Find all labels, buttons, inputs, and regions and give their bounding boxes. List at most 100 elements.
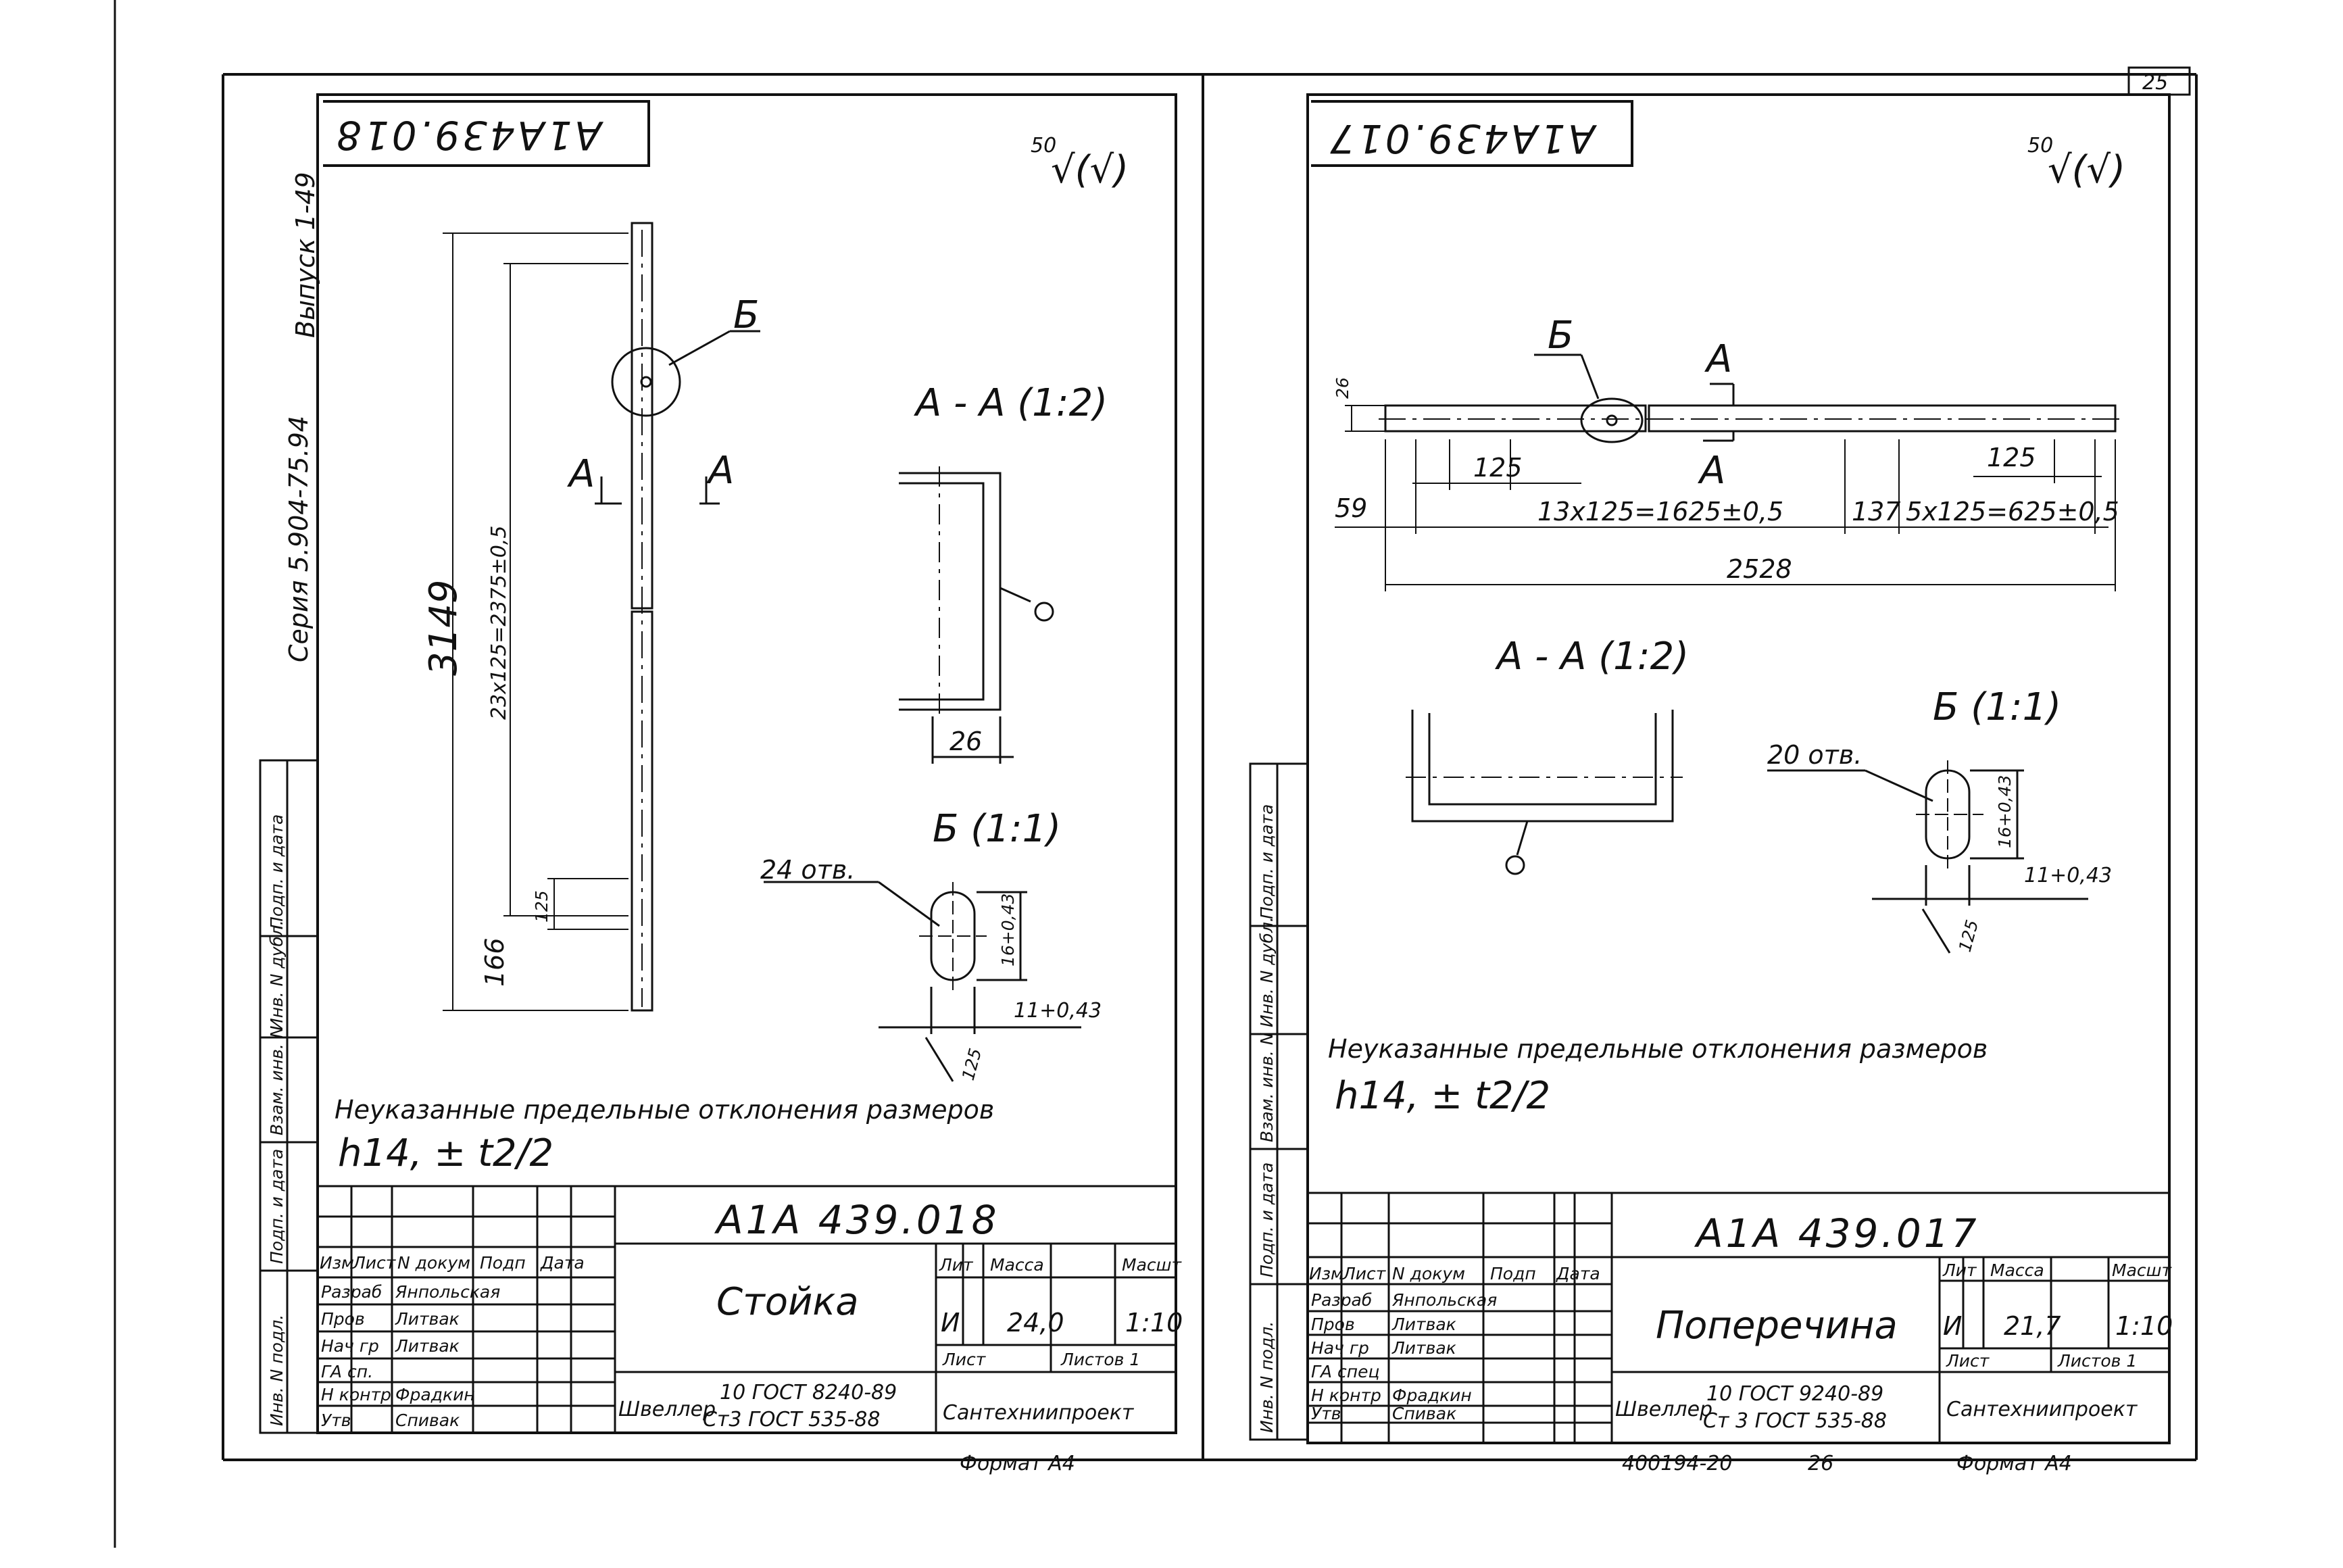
left-title-block	[316, 1185, 1177, 1434]
right-sheet-label: Лист	[1946, 1351, 1990, 1371]
left-side-stamp-4: Подп. и дата	[267, 1149, 287, 1264]
right-callout-b: Б	[1548, 314, 1573, 358]
left-detail-slot	[764, 881, 1081, 1082]
left-lit-label: Лит	[939, 1255, 974, 1275]
right-lit-label: Лит	[1942, 1260, 1977, 1280]
left-detail-title: Б (1:1)	[933, 807, 1061, 851]
right-side-stamp-3: Взам. инв. N	[1257, 1032, 1277, 1142]
left-stamp-code: А1А439.018	[334, 112, 604, 158]
left-sheet-label: Лист	[942, 1350, 987, 1369]
right-dim-height: 26	[1333, 377, 1352, 399]
left-format: Формат А4	[960, 1452, 1075, 1475]
right-signer-name-6: Спивак	[1392, 1404, 1456, 1423]
right-dim-pitch-right: 5х125=625±0,5	[1906, 497, 2119, 526]
right-copy-number: 400194-20	[1622, 1452, 1733, 1475]
right-signers-h5: Дата	[1556, 1264, 1600, 1283]
left-drawing-number: А1А 439.018	[714, 1197, 1000, 1243]
right-stamp-code: А1А439.017	[1327, 116, 1598, 162]
right-dim-start: 59	[1335, 493, 1367, 523]
page-number: 25	[2142, 71, 2168, 95]
left-scale-value: 1:10	[1125, 1308, 1183, 1338]
left-roughness-symbol: √(√)	[1051, 148, 1129, 192]
left-mass-value: 24,0	[1007, 1308, 1064, 1338]
right-roughness-symbol: √(√)	[2048, 148, 2125, 192]
right-section-a-bottom: А	[1698, 449, 1725, 493]
right-mass-value: 21,7	[2004, 1311, 2061, 1341]
left-dim-hole-w: 11+0,43	[1014, 999, 1102, 1023]
right-title-block	[1306, 1192, 2171, 1444]
left-signer-role-1: Разраб	[321, 1282, 382, 1302]
left-signer-name-5: Фрадкин	[395, 1385, 475, 1404]
right-format: Формат А4	[1956, 1452, 2072, 1475]
right-mass-label: Масса	[1990, 1260, 2044, 1280]
left-side-stamp-1: Подп. и дата	[267, 814, 287, 929]
left-material-line1: 10 ГОСТ 8240-89	[720, 1381, 897, 1404]
right-roughness-value: 50	[2027, 134, 2053, 157]
right-note-line1: Неуказанные предельные отклонения размер…	[1328, 1034, 1988, 1064]
left-signer-role-2: Пров	[321, 1309, 365, 1329]
right-section-profile	[1406, 710, 1683, 875]
left-dim-holes: 24 отв.	[760, 855, 855, 885]
right-signers-h2: Лист	[1342, 1264, 1387, 1283]
left-signers-h4: Подп	[480, 1253, 526, 1273]
left-signer-role-5: Н контр	[321, 1385, 391, 1404]
page-number-box: 25	[2127, 66, 2191, 96]
left-signer-role-6: Утв	[321, 1411, 351, 1430]
right-signer-role-4: ГА спец	[1311, 1362, 1379, 1381]
right-part-elevation	[1379, 353, 2122, 443]
left-signer-name-6: Спивак	[395, 1411, 460, 1430]
right-dim-hole-len: 16+0,43	[1995, 775, 2015, 848]
left-section-title: А - А (1:2)	[914, 381, 1108, 425]
right-note-line2: h14, ± t2/2	[1335, 1074, 1550, 1118]
right-dim-gap: 137	[1852, 497, 1901, 526]
right-signer-name-2: Литвак	[1391, 1315, 1456, 1334]
left-section-profile	[899, 466, 1054, 764]
left-dim-overall: 3149	[422, 579, 466, 676]
left-signers-h5: Дата	[540, 1253, 585, 1273]
right-signer-role-3: Нач гр	[1311, 1338, 1369, 1358]
right-dim-overall: 2528	[1727, 554, 1792, 584]
right-dim-lines	[1335, 405, 2116, 591]
right-detail-title: Б (1:1)	[1933, 685, 2061, 729]
right-material-prefix: Швеллер	[1615, 1398, 1712, 1421]
right-sheet: А1А439.017 50 √(√) Б А А	[1249, 93, 2173, 1475]
left-signers-h3: N докум	[397, 1253, 470, 1273]
left-part-elevation	[611, 222, 760, 1012]
right-material-line1: 10 ГОСТ 9240-89	[1706, 1382, 1883, 1406]
right-signer-name-1: Янпольская	[1391, 1290, 1497, 1310]
left-note-line2: h14, ± t2/2	[338, 1131, 553, 1175]
series-label: Серия 5.904-75.94	[284, 416, 314, 662]
right-dim-spacing-right: 125	[1987, 443, 2036, 472]
left-side-stamp-3: Взам. инв. N	[267, 1025, 287, 1135]
right-section-title: А - А (1:2)	[1495, 635, 1689, 679]
right-side-stamp-1: Подп. и дата	[1257, 804, 1277, 919]
left-mass-label: Масса	[990, 1255, 1044, 1275]
left-signer-name-3: Литвак	[395, 1336, 460, 1356]
right-lit-value: И	[1943, 1311, 1962, 1341]
right-stamp-box: А1А439.017	[1311, 100, 1633, 167]
right-signer-name-5: Фрадкин	[1392, 1386, 1472, 1405]
right-signer-name-3: Литвак	[1391, 1338, 1456, 1358]
left-signer-name-2: Литвак	[395, 1309, 460, 1329]
right-copy-sheet: 26	[1808, 1452, 1833, 1475]
left-section-a-left: А	[567, 452, 595, 496]
right-signers: Изм Лист N докум Подп Дата Разраб Янполь…	[1309, 1264, 1600, 1423]
left-lit-value: И	[941, 1308, 960, 1338]
right-signer-role-2: Пров	[1311, 1315, 1355, 1334]
left-section-a-right: А	[706, 449, 734, 493]
right-signers-h3: N докум	[1392, 1264, 1465, 1283]
right-section-a-top: А	[1704, 337, 1732, 381]
right-sheets-label: Листов 1	[2057, 1351, 2137, 1371]
left-signer-role-4: ГА сп.	[321, 1362, 373, 1381]
right-part-name: Поперечина	[1656, 1304, 1898, 1348]
page-frame	[114, 0, 2198, 1548]
left-signers-h2: Лист	[352, 1253, 397, 1273]
right-signer-role-1: Разраб	[1311, 1290, 1372, 1310]
left-scale-label: Масшт	[1122, 1255, 1183, 1275]
right-dim-hole-w: 11+0,43	[2024, 864, 2112, 887]
right-dim-holes: 20 отв.	[1767, 740, 1862, 770]
right-dim-pitch-left: 13х125=1625±0,5	[1537, 497, 1783, 526]
left-signer-role-3: Нач гр	[321, 1336, 379, 1356]
left-material-line2: Ст3 ГОСТ 535-88	[703, 1408, 880, 1431]
